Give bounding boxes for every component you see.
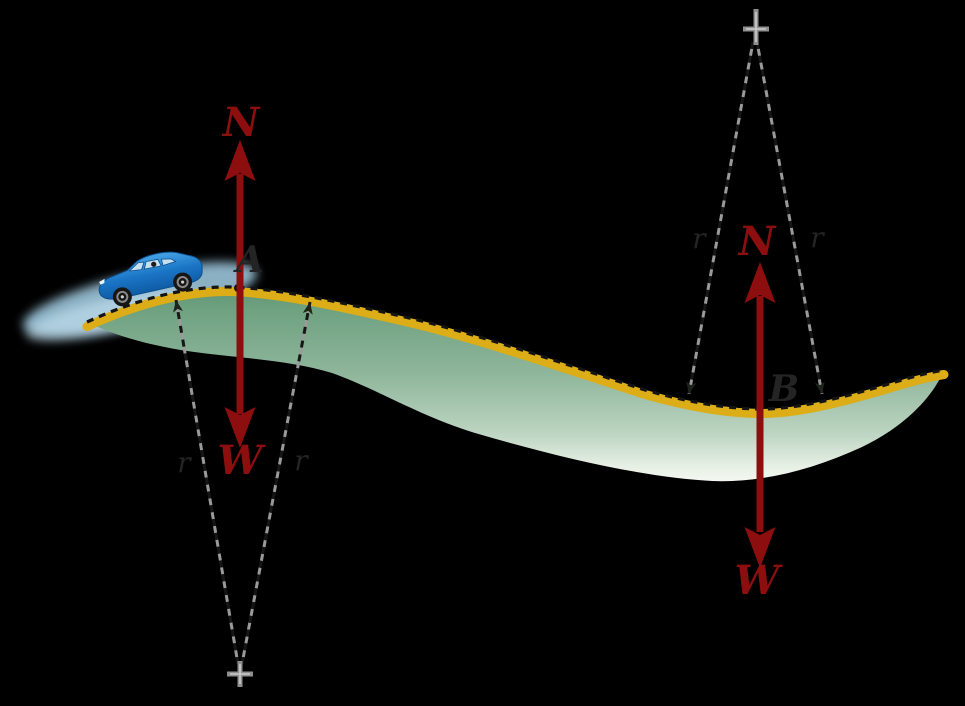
car <box>98 251 203 307</box>
force-arrow-shaft-a <box>236 174 244 414</box>
radius-lines-b <box>686 9 825 395</box>
road <box>82 285 949 482</box>
center-of-curvature-b-marker <box>743 9 769 45</box>
center-of-curvature-a-marker <box>227 661 253 687</box>
weight-force-label-a: W <box>218 437 267 484</box>
radius-label-b-right: r <box>810 221 825 254</box>
driver-head <box>151 261 157 267</box>
radius-line-a-left <box>173 299 240 665</box>
weight-force-arrowhead-b <box>744 527 776 568</box>
radius-line-a-right-light <box>240 301 312 665</box>
radius-line-b-left-light <box>687 41 755 395</box>
car-headlight <box>99 278 105 285</box>
radius-label-b-left: r <box>692 222 707 255</box>
radius-label-a-right: r <box>294 444 309 477</box>
point-label-b: B <box>768 368 799 410</box>
road-stripe <box>82 286 949 419</box>
radius-line-b-right-light <box>755 41 824 395</box>
normal-force-arrowhead-a <box>224 140 256 181</box>
normal-force-label-a: N <box>221 99 261 146</box>
radius-line-a-right <box>240 301 313 665</box>
car-rear-window <box>160 258 177 266</box>
force-arrow-shaft-b <box>756 296 764 532</box>
car-windshield <box>128 261 145 272</box>
radius-line-a-left-light <box>174 299 240 665</box>
radius-lines-a <box>173 299 313 687</box>
radius-line-b-left <box>686 41 755 395</box>
weight-force-arrowhead-a <box>224 407 256 448</box>
force-arrows-a <box>224 140 256 448</box>
force-arrows-b <box>744 262 776 568</box>
point-label-a: A <box>233 239 264 281</box>
road-edge-dashes <box>86 285 945 411</box>
radius-label-a-left: r <box>177 446 192 479</box>
weight-force-label-b: W <box>735 557 784 604</box>
car-front-wheel <box>112 287 132 307</box>
radius-line-b-right <box>755 41 825 395</box>
normal-force-arrowhead-b <box>744 262 776 303</box>
car-rear-wheel <box>173 272 193 292</box>
road-body <box>87 286 944 482</box>
normal-force-label-b: N <box>737 218 777 265</box>
